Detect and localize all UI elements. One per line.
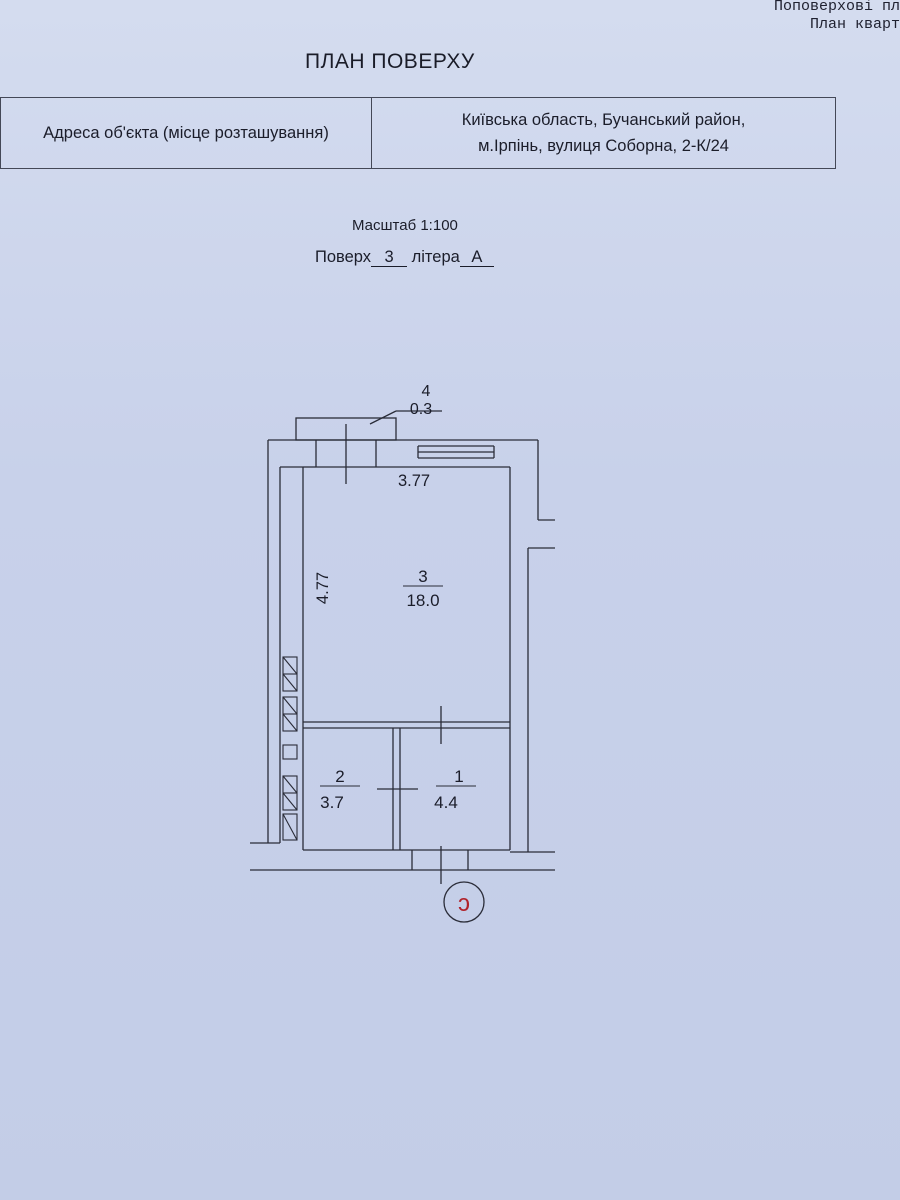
room-4-label: 4 0.3 (410, 383, 432, 418)
scale-label: Масштаб 1:100 (352, 217, 458, 234)
room-2-area: 3.7 (320, 793, 344, 812)
room-1-label: 1 4.4 (434, 767, 476, 812)
litera-label: літера (411, 248, 460, 266)
room-4-area: 0.3 (410, 401, 432, 418)
entrance-stamp-mark: ↄ (458, 890, 470, 917)
entrance-stamp: ↄ (443, 881, 485, 923)
address-table: Адреса об'єкта (місце розташування) Київ… (0, 97, 836, 169)
corner-header-line1: Поповерхові пл (773, 0, 900, 15)
litera-value: А (459, 248, 494, 267)
ventilation-ducts (282, 656, 298, 841)
room-4-number: 4 (422, 383, 431, 400)
corner-header-line2: План кварт (809, 16, 900, 33)
room-1-number: 1 (454, 767, 463, 786)
room-1-area: 4.4 (434, 793, 458, 812)
dimension-width: 3.77 (398, 472, 430, 490)
room-3-label: 3 18.0 (403, 567, 443, 610)
dimension-length: 4.77 (314, 572, 332, 604)
address-value-line1: Київська область, Бучанський район, (461, 111, 746, 129)
room-2-number: 2 (335, 767, 344, 786)
address-row: Адреса об'єкта (місце розташування) Київ… (0, 97, 836, 169)
room-3-number: 3 (418, 567, 427, 586)
address-label: Адреса об'єкта (місце розташування) (0, 97, 372, 169)
corner-header: Поповерхові пл План кварт (730, 0, 900, 34)
address-value: Київська область, Бучанський район, м.Ір… (371, 97, 836, 169)
page-title: ПЛАН ПОВЕРХУ (305, 50, 475, 73)
room-2-label: 2 3.7 (320, 767, 360, 812)
floor-number: 3 (371, 248, 408, 267)
plan-walls (250, 410, 555, 884)
floor-label: Поверх (315, 248, 372, 266)
room-3-area: 18.0 (406, 591, 439, 610)
address-value-line2: м.Ірпінь, вулиця Соборна, 2-К/24 (478, 137, 729, 155)
